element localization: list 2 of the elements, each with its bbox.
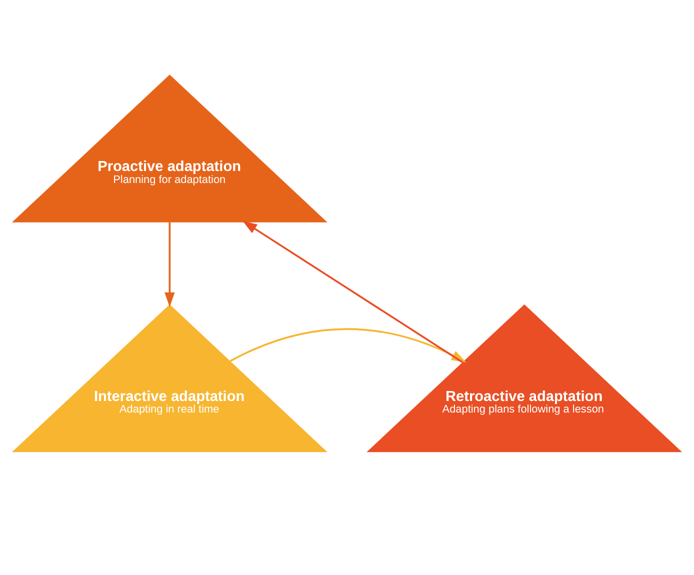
arrow: [242, 220, 463, 362]
arrow: [164, 222, 175, 306]
